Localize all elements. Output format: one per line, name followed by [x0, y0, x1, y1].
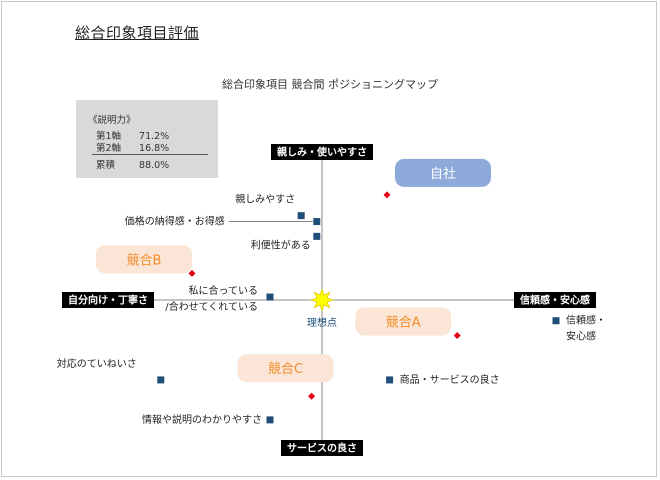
attribute-marker — [552, 317, 560, 325]
variance-value: 16.8% — [139, 143, 170, 154]
ideal-point-star — [310, 288, 334, 312]
attribute-label: 親しみやすさ — [235, 193, 295, 206]
axis-label-top: 親しみ・使いやすさ — [277, 146, 367, 159]
brand-marker — [453, 332, 461, 340]
axis-label-bottom: サービスの良さ — [287, 442, 357, 455]
variance-value: 71.2% — [139, 131, 170, 142]
brand-label: 競合C — [268, 362, 303, 377]
explained-variance-box: 《説明力》 第1軸 71.2% 第2軸 16.8% 累積 88.0% — [76, 100, 218, 178]
variance-row-axis1: 第1軸 71.2% — [96, 128, 169, 142]
attribute-label: 私に合っている/合わせてくれている — [165, 284, 258, 313]
attribute-marker — [386, 376, 394, 384]
brand-marker — [308, 392, 316, 400]
axis-label-right-bg — [514, 292, 596, 308]
axis-label-bottom-bg — [281, 440, 363, 456]
attribute-label: 利便性がある — [251, 238, 311, 251]
brand-label: 競合B — [127, 253, 162, 268]
variance-header: 《説明力》 — [88, 115, 136, 126]
page-title: 総合印象項目評価 — [75, 24, 200, 42]
attribute-marker — [266, 416, 274, 424]
attribute-marker — [157, 376, 165, 384]
attribute-marker — [297, 212, 305, 220]
axis-label-right: 信頼感・安心感 — [520, 294, 590, 307]
brand-label: 自社 — [430, 166, 456, 182]
brand-box — [355, 307, 452, 336]
brand-label: 競合A — [386, 316, 421, 331]
variance-label: 累積 — [96, 160, 116, 171]
variance-label: 第2軸 — [96, 143, 122, 154]
variance-row-axis2: 第2軸 16.8% — [96, 140, 169, 154]
variance-value: 88.0% — [139, 160, 170, 171]
attribute-marker — [313, 232, 321, 240]
attribute-label: 商品・サービスの良さ — [400, 373, 500, 386]
axis-label-left: 自分向け・丁寧さ — [68, 294, 148, 307]
brand-box — [395, 158, 491, 187]
ideal-point-label: 理想点 — [307, 316, 337, 329]
variance-row-cumulative: 累積 88.0% — [96, 157, 169, 171]
axis-label-top-bg — [271, 144, 373, 160]
attribute-label: 信頼感・安心感 — [566, 314, 606, 343]
attribute-marker — [266, 293, 274, 301]
variance-divider — [92, 154, 208, 155]
attribute-marker — [313, 218, 321, 226]
attribute-label: 対応のていねいさ — [57, 357, 137, 370]
chart-title: 総合印象項目 競合間 ポジショニングマップ — [222, 78, 438, 91]
variance-label: 第1軸 — [96, 131, 122, 142]
brand-marker — [188, 269, 196, 277]
brand-box — [237, 354, 334, 383]
attribute-label: 価格の納得感・お得感 — [125, 215, 225, 228]
brand-marker — [383, 191, 391, 199]
attribute-label: 情報や説明のわかりやすさ — [142, 413, 262, 426]
brand-box — [96, 245, 192, 274]
axis-label-left-bg — [62, 292, 154, 308]
